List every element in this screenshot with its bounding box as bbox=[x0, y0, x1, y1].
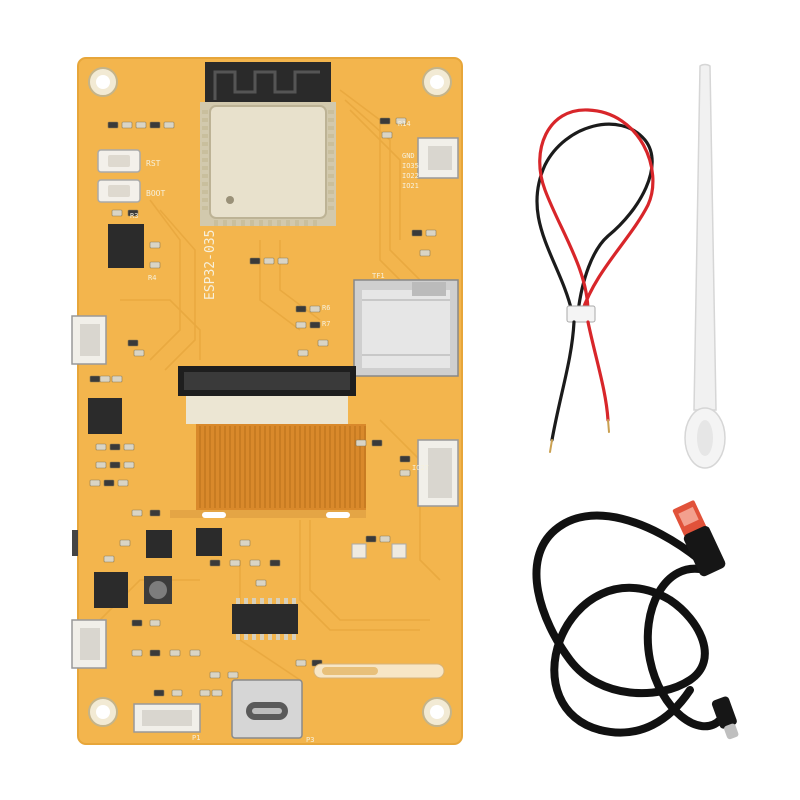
silkscreen-label: R6 bbox=[322, 304, 330, 312]
usb-c-plug bbox=[711, 696, 739, 740]
boot-button-label: BOOT bbox=[146, 189, 165, 198]
led bbox=[351, 543, 407, 559]
board-model-label: ESP32-035 bbox=[203, 230, 218, 300]
jst-connector bbox=[417, 439, 459, 507]
smd-components bbox=[89, 117, 437, 697]
mounting-hole bbox=[422, 697, 452, 727]
jst-wire-icon bbox=[535, 108, 655, 453]
silkscreen-label: TF1 bbox=[372, 272, 385, 280]
silkscreen-label: IO27 bbox=[412, 464, 429, 472]
ic-chip bbox=[88, 398, 122, 434]
silkscreen-label: R4 bbox=[148, 274, 156, 282]
transistor bbox=[146, 528, 222, 558]
silkscreen-label: P1 bbox=[192, 734, 200, 742]
silkscreen-label: GND bbox=[402, 152, 415, 160]
usb-a-plug bbox=[672, 500, 726, 577]
jst-connector bbox=[71, 619, 107, 669]
mounting-hole bbox=[422, 67, 452, 97]
flex-cable bbox=[170, 424, 366, 518]
stylus-icon bbox=[684, 63, 726, 469]
tf-card-slot bbox=[353, 279, 459, 377]
jst-connector bbox=[417, 137, 459, 179]
silkscreen-label: IO21 bbox=[402, 182, 419, 190]
reset-button: RST bbox=[97, 149, 161, 173]
mounting-hole bbox=[88, 697, 118, 727]
ic-chip bbox=[94, 572, 128, 608]
ic-chip bbox=[108, 224, 144, 268]
silkscreen-label: IO22 bbox=[402, 172, 419, 180]
ribbon-connector bbox=[178, 366, 356, 424]
silkscreen-label: P3 bbox=[306, 736, 314, 744]
reset-button-label: RST bbox=[146, 159, 161, 168]
silkscreen-label: R3 bbox=[130, 212, 138, 220]
usb-c-cable-icon bbox=[532, 500, 739, 740]
sensor-pad bbox=[313, 663, 445, 679]
pcb-board-icon: RST BOOT ESP32-035 bbox=[71, 57, 463, 745]
silkscreen-label: R7 bbox=[322, 320, 330, 328]
jst-connector bbox=[133, 703, 201, 733]
silkscreen-label: R14 bbox=[398, 120, 411, 128]
side-switch bbox=[72, 530, 78, 556]
mounting-hole bbox=[88, 67, 118, 97]
silkscreen-label: IO35 bbox=[402, 162, 419, 170]
ic-chip bbox=[232, 598, 298, 640]
esp32-module bbox=[200, 62, 336, 226]
inductor bbox=[144, 576, 172, 604]
usb-c-port bbox=[231, 679, 303, 739]
boot-button: BOOT bbox=[97, 179, 165, 203]
jst-connector bbox=[71, 315, 107, 365]
